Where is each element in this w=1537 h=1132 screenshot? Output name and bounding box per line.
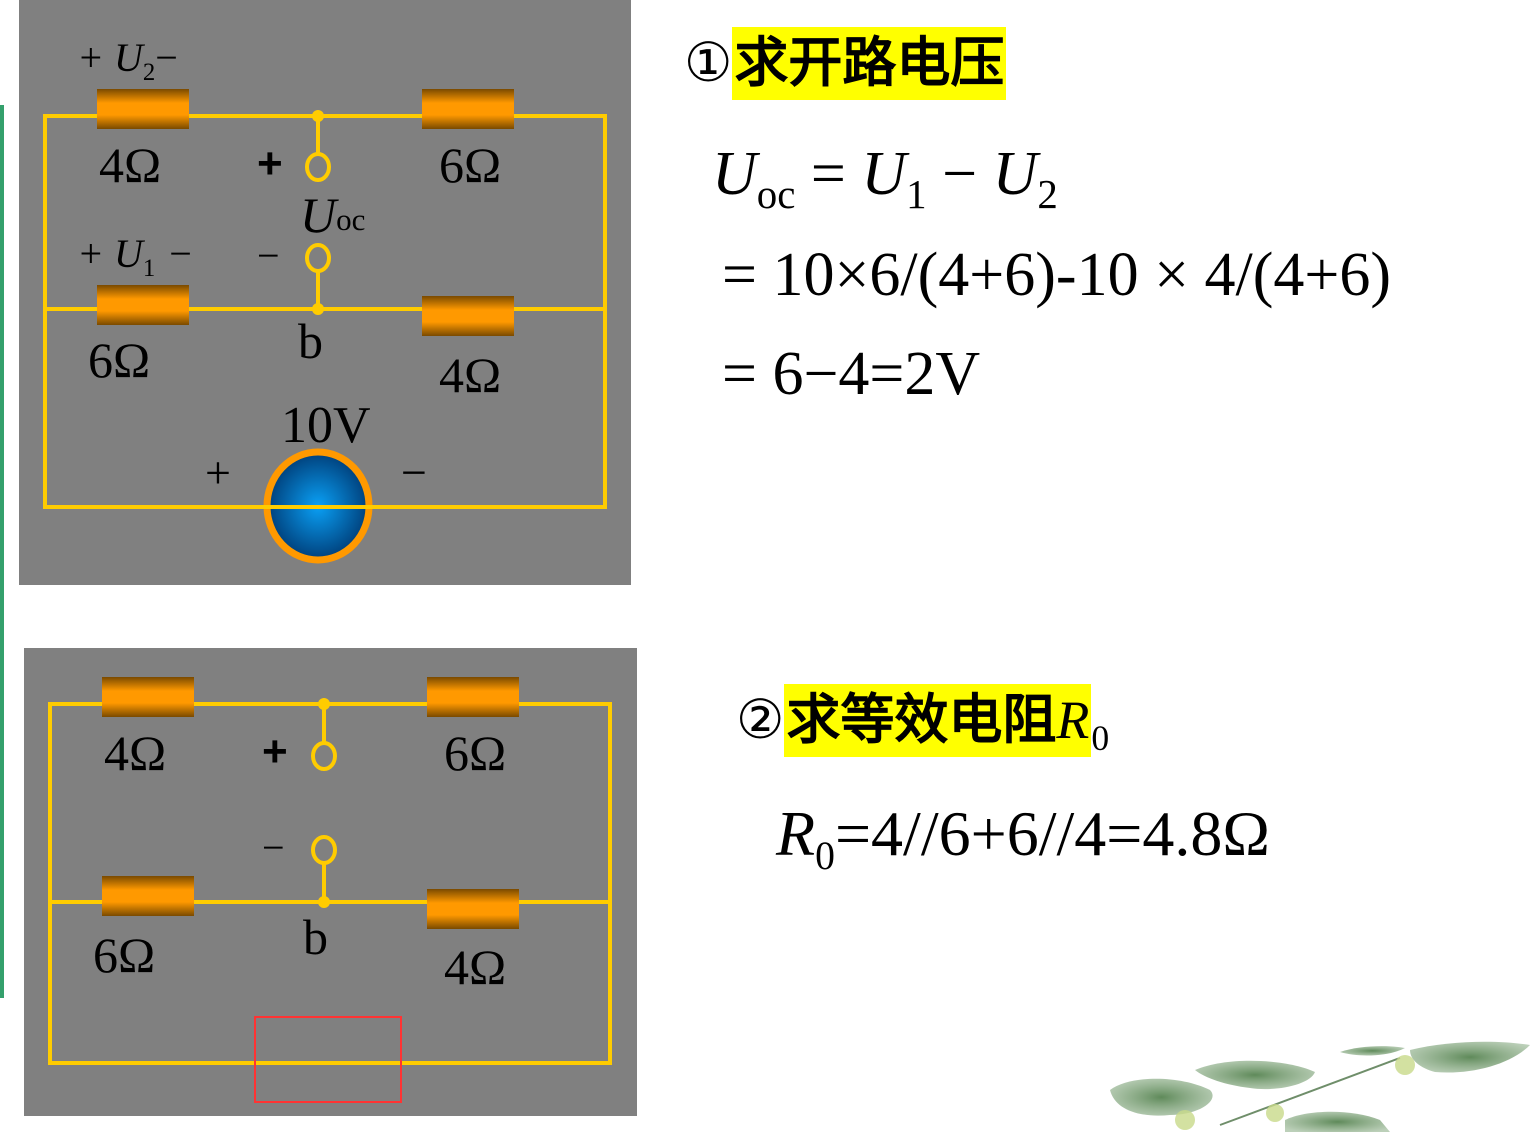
source-value-label: 10V <box>281 397 371 454</box>
removed-source-box <box>254 1016 402 1103</box>
circuit-1-schematic <box>43 89 607 564</box>
uoc-label: Uoc <box>300 187 366 243</box>
circuit-diagram-equivalent-resistance: 4Ω + 6Ω − 6Ω b 4Ω <box>24 648 637 1116</box>
step2-heading: ②求等效电阻R0 <box>736 684 1109 757</box>
step1-number: ① <box>684 31 733 94</box>
resistor-bottom-left-label: 6Ω <box>88 332 151 388</box>
resistor-bottom-left-label: 6Ω <box>93 927 156 983</box>
left-accent-bar <box>0 105 4 998</box>
u1-label: + U1− <box>77 231 192 282</box>
step1-heading: ①求开路电压 <box>684 27 1007 100</box>
step1-equation-1: Uoc = U1 − U2 <box>712 140 1058 218</box>
decorative-plant-image <box>1110 1041 1530 1132</box>
step2-equation: R0=4//6+6//4=4.8Ω <box>776 798 1270 878</box>
resistor-top-left-label: 4Ω <box>104 725 167 781</box>
resistor-top-left-label: 4Ω <box>99 137 162 193</box>
minus-terminal-label: − <box>262 825 285 870</box>
resistor-bottom-right-label: 4Ω <box>444 939 507 995</box>
u2-label: + U2− <box>77 35 178 86</box>
step2-title: 求等效电阻R <box>784 684 1092 757</box>
plus-terminal-label: + <box>262 727 288 776</box>
step1-equation-3: = 6−4=2V <box>722 340 981 408</box>
resistor-bottom-right-label: 4Ω <box>439 347 502 403</box>
source-plus-label: + <box>205 447 231 498</box>
circuit-2-schematic <box>48 677 612 1103</box>
source-minus-label: − <box>401 447 427 498</box>
resistor-top-right-label: 6Ω <box>439 137 502 193</box>
minus-terminal-label: − <box>257 233 280 278</box>
plus-terminal-label: + <box>257 139 283 188</box>
node-b-label: b <box>303 909 328 965</box>
step2-number: ② <box>736 688 785 751</box>
resistor-top-right-label: 6Ω <box>444 725 507 781</box>
step1-equation-2: = 10×6/(4+6)-10 × 4/(4+6) <box>722 241 1392 309</box>
step1-title: 求开路电压 <box>732 27 1007 100</box>
node-b-label: b <box>298 313 323 369</box>
circuit-diagram-open-circuit: + U2− 4Ω + 6Ω Uoc + U1− − 6Ω b 4Ω 10V + … <box>19 0 631 585</box>
